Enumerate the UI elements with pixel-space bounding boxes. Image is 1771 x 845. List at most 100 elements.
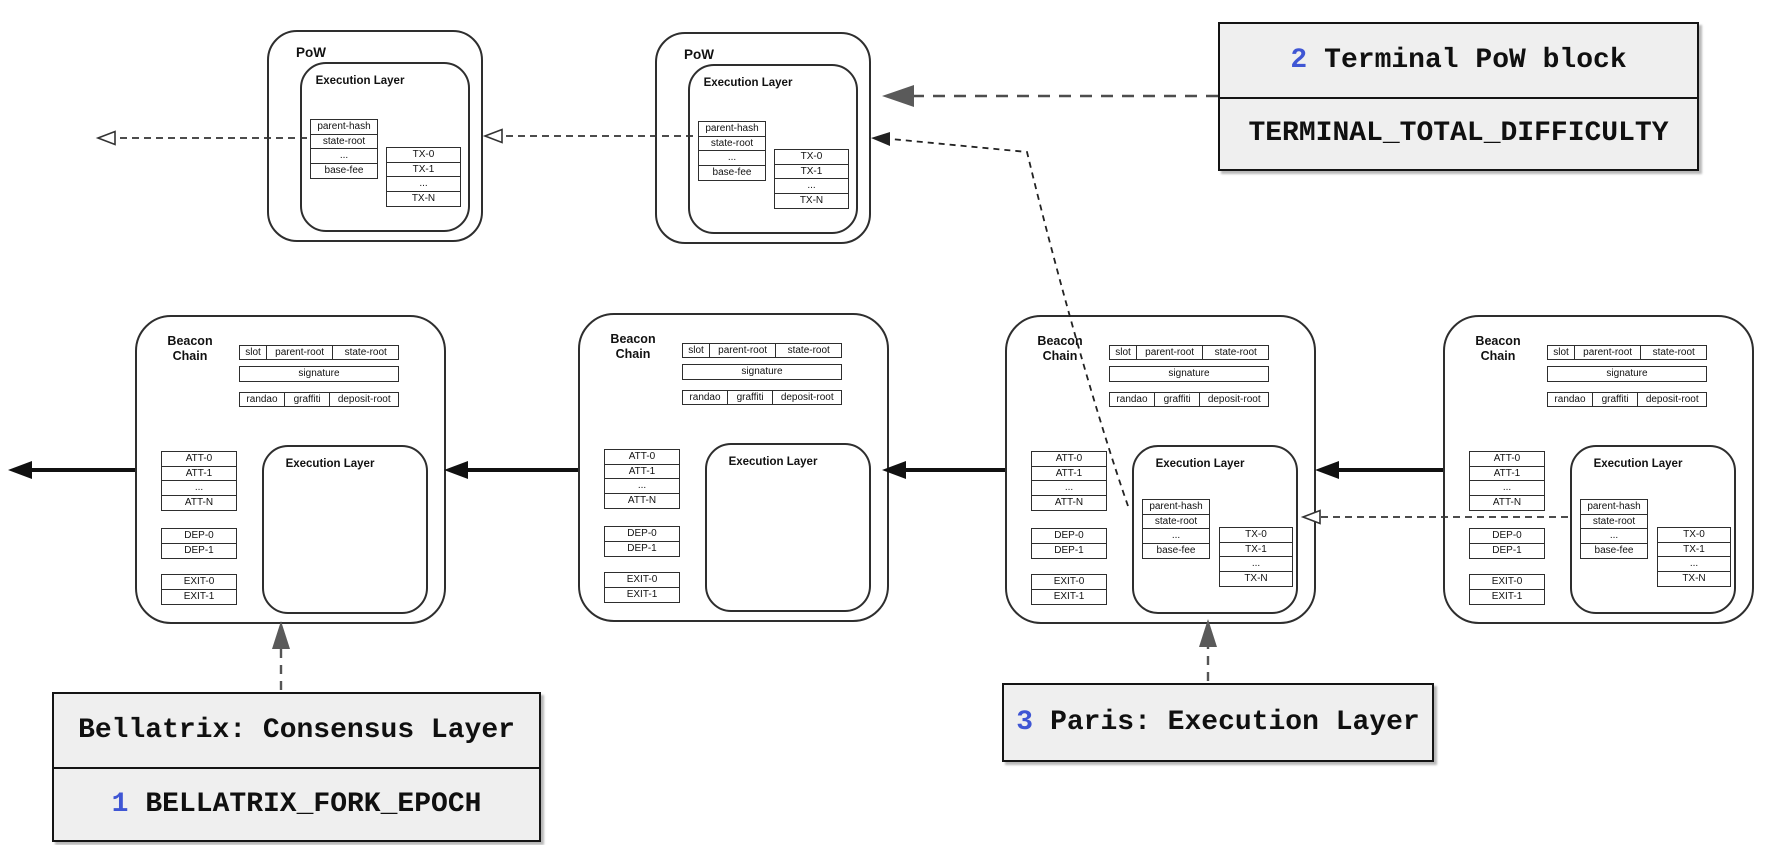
dep-cell: DEP-1: [1469, 542, 1545, 559]
header-cell: state-root: [775, 343, 843, 358]
att-cell: ATT-0: [1469, 451, 1545, 467]
beacon-block-title: Beacon Chain: [610, 332, 656, 361]
att-cell: ATT-1: [1469, 465, 1545, 482]
field-cell: state-root: [1142, 513, 1210, 530]
terminal-parameter: TERMINAL_TOTAL_DIFFICULTY: [1248, 118, 1669, 150]
header-cell: state-root: [332, 345, 400, 360]
tx-cell: ...: [774, 178, 849, 195]
header-cell: slot: [1109, 345, 1137, 360]
tx-cell: ...: [386, 176, 461, 193]
header-cell: deposit-root: [329, 392, 400, 407]
tx-cell: TX-0: [386, 147, 461, 163]
bellatrix-callout-title-row: Bellatrix: Consensus Layer: [54, 694, 539, 767]
chain-arrow-head-icon: [1315, 461, 1339, 479]
att-cell: ATT-N: [1031, 494, 1107, 511]
terminal-pow-callout: 2 Terminal PoW block TERMINAL_TOTAL_DIFF…: [1218, 22, 1699, 171]
header-cell: graffiti: [1591, 392, 1639, 407]
header-cell: slot: [682, 343, 710, 358]
header-cell: parent-root: [1135, 345, 1204, 360]
header-cell: deposit-root: [772, 390, 843, 405]
header-cell: deposit-root: [1637, 392, 1708, 407]
step-number-badge: 1: [111, 789, 129, 820]
tx-cell: ...: [1657, 556, 1731, 573]
bellatrix-callout-parameter-row: 1 BELLATRIX_FORK_EPOCH: [54, 767, 539, 840]
paris-callout-title: Paris: Execution Layer: [1050, 707, 1420, 738]
exit-cell: EXIT-0: [1469, 574, 1545, 590]
header-cell: parent-root: [265, 345, 334, 360]
dep-cell: DEP-0: [1031, 528, 1107, 544]
execution-layer-title: Execution Layer: [1155, 458, 1245, 470]
header-cell: parent-root: [1573, 345, 1642, 360]
field-cell: state-root: [1580, 513, 1648, 530]
exit-cell: EXIT-0: [604, 572, 680, 588]
chain-arrow-head-icon: [8, 461, 32, 479]
signature-field: signature: [1547, 365, 1707, 382]
tx-cell: TX-1: [1657, 541, 1731, 558]
tx-cell: TX-0: [774, 149, 849, 165]
exit-cell: EXIT-1: [1031, 588, 1107, 605]
att-cell: ATT-1: [1031, 465, 1107, 482]
dep-cell: DEP-0: [1469, 528, 1545, 544]
dep-cell: DEP-0: [161, 528, 237, 544]
header-cell: state-root: [1202, 345, 1270, 360]
terminal-callout-title-row: 2 Terminal PoW block: [1220, 24, 1697, 97]
header-cell: slot: [239, 345, 267, 360]
open-arrow-head-icon: [95, 130, 116, 146]
field-cell: state-root: [310, 133, 378, 150]
field-cell: base-fee: [698, 164, 766, 181]
exit-cell: EXIT-0: [161, 574, 237, 590]
open-arrow-head-icon: [482, 128, 503, 144]
execution-layer-title: Execution Layer: [315, 75, 405, 87]
header-cell: randao: [1547, 392, 1593, 407]
header-cell: randao: [239, 392, 285, 407]
step-number-badge: 2: [1290, 44, 1308, 76]
bellatrix-arrow-head-icon: [272, 621, 290, 649]
paris-callout: 3 Paris: Execution Layer: [1002, 683, 1434, 762]
header-cell: randao: [1109, 392, 1155, 407]
dep-cell: DEP-0: [604, 526, 680, 542]
tx-cell: TX-1: [1219, 541, 1293, 558]
dep-cell: DEP-1: [1031, 542, 1107, 559]
terminal-pow-arrow: [882, 85, 1218, 107]
field-cell: parent-hash: [1142, 499, 1210, 515]
tx-cell: TX-N: [386, 190, 461, 207]
field-cell: ...: [310, 148, 378, 165]
att-cell: ATT-0: [161, 451, 237, 467]
tx-cell: TX-0: [1657, 527, 1731, 543]
att-cell: ...: [161, 480, 237, 497]
header-cell: slot: [1547, 345, 1575, 360]
exit-cell: EXIT-1: [161, 588, 237, 605]
tx-cell: ...: [1219, 556, 1293, 573]
exit-cell: EXIT-0: [1031, 574, 1107, 590]
execution-layer-title: Execution Layer: [703, 77, 793, 89]
execution-layer-title: Execution Layer: [285, 458, 375, 470]
signature-field: signature: [239, 365, 399, 382]
dep-cell: DEP-1: [161, 542, 237, 559]
beacon-block-title: Beacon Chain: [1475, 334, 1521, 363]
signature-field: signature: [1109, 365, 1269, 382]
paris-callout-title-row: 3 Paris: Execution Layer: [1004, 685, 1432, 760]
header-cell: parent-root: [708, 343, 777, 358]
pow-block-title: PoW: [684, 47, 714, 62]
